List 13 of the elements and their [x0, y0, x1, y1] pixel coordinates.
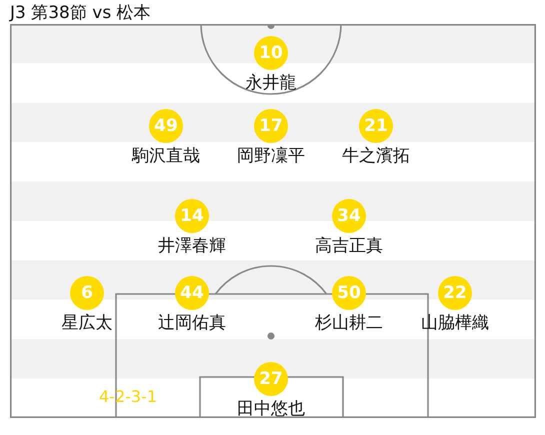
formation-label: 4-2-3-1 — [99, 387, 158, 407]
player-name: 岡野凜平 — [237, 145, 305, 168]
player-name: 高吉正真 — [315, 235, 383, 258]
player-name: 田中悠也 — [237, 398, 305, 421]
player-name: 辻岡佑真 — [158, 312, 226, 335]
player-name: 駒沢直哉 — [132, 145, 200, 168]
player-name: 星広太 — [62, 312, 112, 335]
player-name: 永井龍 — [246, 72, 296, 95]
player-name: 杉山耕二 — [315, 312, 383, 335]
title: J3 第38節 vs 松本 — [10, 2, 151, 24]
player-name: 山脇樺織 — [421, 312, 489, 335]
player-name: 井澤春輝 — [158, 235, 226, 258]
player-name: 牛之濱拓 — [342, 145, 410, 168]
